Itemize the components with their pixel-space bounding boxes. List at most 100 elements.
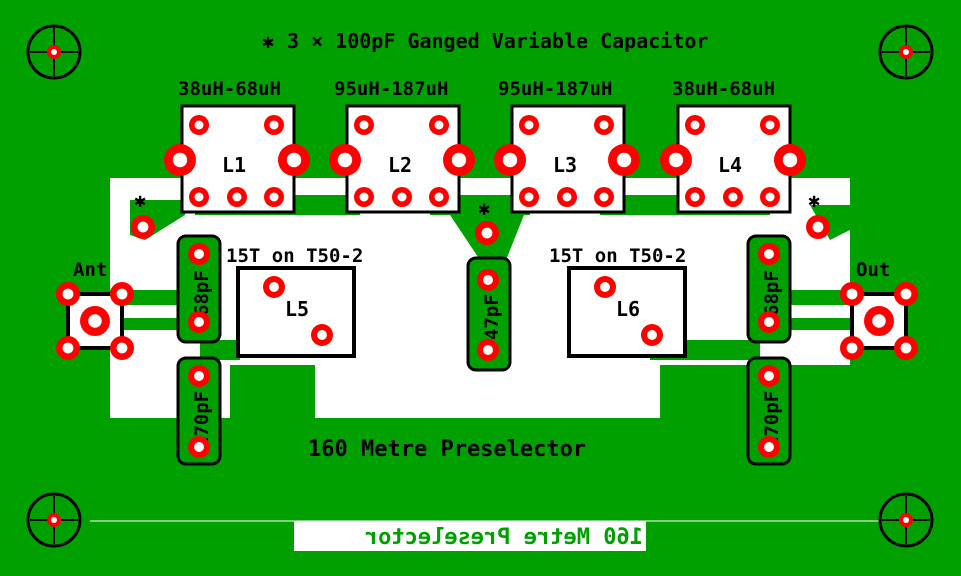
- inductor-pad-l4: [723, 187, 743, 207]
- connector-label-ant: Ant: [73, 259, 107, 281]
- capacitor-pad: [188, 243, 210, 265]
- capacitor-pad: [758, 365, 780, 387]
- inductor-ref: L1: [222, 153, 246, 177]
- cap-label-middle: 47pF: [481, 294, 503, 340]
- cap-marker-left: ✱: [134, 188, 146, 212]
- trace-out-b: [780, 318, 850, 330]
- mounting-hole-top-right: [878, 24, 934, 80]
- toroid-spec-l5: 15T on T50-2: [226, 245, 363, 267]
- inductor-ref: L3: [553, 153, 577, 177]
- connector-out-center-pad: [864, 306, 894, 336]
- inductor-pad-l2: [354, 187, 374, 207]
- capacitor-pad: [188, 365, 210, 387]
- inductor-pad-l3: [494, 144, 526, 176]
- toroid-pad-l6: [594, 276, 616, 298]
- title-mirror: 160 Metre Preselector: [365, 525, 643, 550]
- cap-outline-right-bottom: [746, 356, 792, 466]
- inductor-pad-l4: [760, 187, 780, 207]
- inductor-range-l1: 38uH-68uH: [178, 78, 281, 100]
- connector-ant-pad: [56, 336, 80, 360]
- inductor-pad-l2: [392, 187, 412, 207]
- pads: [56, 115, 918, 458]
- inductor-pad-l4: [660, 144, 692, 176]
- capacitor-outlines: [176, 234, 792, 466]
- inductor-pad-l3: [557, 187, 577, 207]
- inductor-pad-l1: [278, 144, 310, 176]
- cap-outline-middle: [466, 256, 512, 372]
- trace-right-top: [810, 205, 850, 240]
- connector-ant-pad: [110, 336, 134, 360]
- mirror-title-bg: [294, 521, 646, 551]
- connector-out-pad: [840, 336, 864, 360]
- trace-out-a: [780, 290, 850, 305]
- toroid-pad-l5: [311, 324, 333, 346]
- toroid-outline: [236, 266, 356, 358]
- cap-outline-left-top: [176, 234, 222, 344]
- inductor-pad-l4: [760, 115, 780, 135]
- connector-ant-pad: [56, 282, 80, 306]
- toroid-l6: L6: [567, 266, 687, 358]
- mounting-hole-bottom-left: [26, 492, 82, 548]
- connector-out-pad: [894, 336, 918, 360]
- inductor-pad-l3: [608, 144, 640, 176]
- cap-marker-right: ✱: [808, 188, 820, 212]
- varcap-pad-middle: [475, 221, 499, 245]
- connector-ant-center-pad: [80, 306, 110, 336]
- cap-outline-right-top: [746, 234, 792, 344]
- toroid-outline: [567, 266, 687, 358]
- inductor-ref: L2: [388, 153, 412, 177]
- inductor-pad-l1: [264, 115, 284, 135]
- inductor-pad-l3: [519, 115, 539, 135]
- connector-out-pad: [840, 282, 864, 306]
- mounting-hole-top-left: [26, 24, 82, 80]
- mounting-holes: [26, 24, 934, 548]
- cap-label-right-bottom: 270pF: [761, 391, 783, 448]
- capacitor-pad: [758, 243, 780, 265]
- toroid-ref: L5: [285, 297, 309, 321]
- toroid-pad-l6: [641, 324, 663, 346]
- inductor-pad-l1: [164, 144, 196, 176]
- inductor-pad-l2: [443, 144, 475, 176]
- inductor-pad-l4: [685, 115, 705, 135]
- toroid-spec-l6: 15T on T50-2: [549, 245, 686, 267]
- inductor-pad-l2: [429, 187, 449, 207]
- inductor-pad-l3: [594, 187, 614, 207]
- cap-label-right-top: 68pF: [761, 270, 783, 316]
- cap-marker-top: ✱: [262, 29, 274, 53]
- inductor-pad-l2: [354, 115, 374, 135]
- inductor-pad-l4: [685, 187, 705, 207]
- capacitor-pad: [188, 311, 210, 333]
- toroid-pad-l5: [263, 276, 285, 298]
- toroid-l5: L5: [236, 266, 356, 358]
- inductor-pad-l2: [429, 115, 449, 135]
- inductor-pad-l1: [227, 187, 247, 207]
- varcap-pad-left: [131, 215, 155, 239]
- inductor-pad-l3: [594, 115, 614, 135]
- inductor-range-l2: 95uH-187uH: [334, 78, 448, 100]
- inductor-ref: L4: [718, 153, 742, 177]
- title-top: 3 × 100pF Ganged Variable Capacitor: [287, 29, 708, 53]
- capacitor-pad: [758, 436, 780, 458]
- capacitor-pad: [188, 436, 210, 458]
- inductor-range-l4: 38uH-68uH: [672, 78, 775, 100]
- trace-ant-b: [110, 318, 180, 330]
- mounting-hole-bottom-right: [878, 492, 934, 548]
- toroid-ref: L6: [616, 297, 640, 321]
- connector-ant-body: [66, 292, 124, 350]
- inductor-pad-l3: [519, 187, 539, 207]
- cap-label-left-bottom: 270pF: [191, 391, 213, 448]
- inductor-range-l3: 95uH-187uH: [498, 78, 612, 100]
- title-main: 160 Metre Preselector: [308, 437, 586, 462]
- inductor-pad-l1: [189, 115, 209, 135]
- trace-left-mid: [200, 340, 240, 360]
- varcap-pad-right: [806, 215, 830, 239]
- capacitor-pad: [477, 269, 499, 291]
- inductor-pad-l1: [264, 187, 284, 207]
- connector-ant-pad: [110, 282, 134, 306]
- cap-label-left-top: 68pF: [191, 270, 213, 316]
- capacitor-pad: [477, 339, 499, 361]
- connector-out-pad: [894, 282, 918, 306]
- inductor-pad-l2: [329, 144, 361, 176]
- cap-marker-middle: ✱: [478, 196, 490, 220]
